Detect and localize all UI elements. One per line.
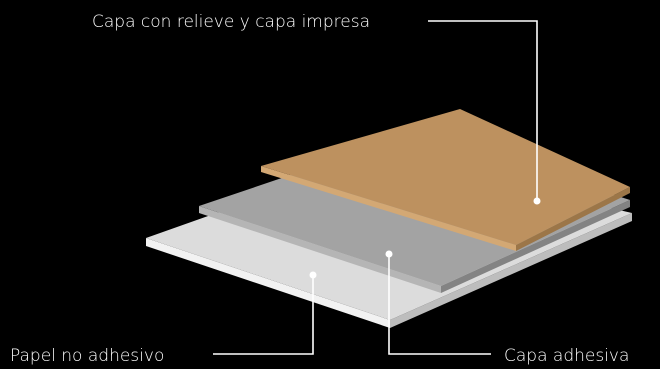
label-printed-layer: Capa con relieve y capa impresa xyxy=(92,12,370,32)
paper-layer-side-left xyxy=(146,238,390,328)
leader-line-bottom-right xyxy=(388,254,491,355)
printed-layer xyxy=(261,109,630,251)
leader-line-top xyxy=(428,20,538,201)
leader-dot-bottom-left xyxy=(309,271,317,279)
label-paper-layer: Papel no adhesivo xyxy=(10,346,164,366)
paper-layer-side-right xyxy=(390,213,632,328)
callout-bottom-left: Papel no adhesivo xyxy=(10,271,317,366)
leader-dot-top xyxy=(533,197,541,205)
label-adhesive-layer: Capa adhesiva xyxy=(504,346,629,366)
printed-layer-side-right xyxy=(516,187,630,251)
callout-top: Capa con relieve y capa impresa xyxy=(92,12,541,205)
adhesive-layer-side-left xyxy=(199,206,441,293)
leader-dot-bottom-right xyxy=(385,250,393,258)
printed-layer-side-left xyxy=(261,166,516,251)
leader-line-bottom-left xyxy=(213,275,314,355)
callout-bottom-right: Capa adhesiva xyxy=(385,250,629,366)
adhesive-layer-side-right xyxy=(441,200,630,293)
printed-layer-top xyxy=(261,109,630,245)
